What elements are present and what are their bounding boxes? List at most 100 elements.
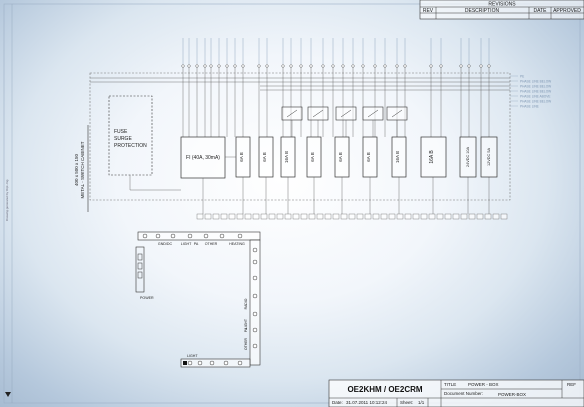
panel-connector [219, 233, 225, 239]
bottom-terminal [340, 213, 348, 220]
bottom-terminal [252, 213, 260, 220]
panel-top-label: LIGHT [181, 242, 192, 246]
power-label: POWER [140, 296, 154, 300]
panel-side-label: PA [244, 327, 248, 332]
title-label: TITLE [444, 382, 456, 387]
output-label: PHASE LINE BELOW [520, 85, 551, 89]
bottom-terminal [452, 213, 460, 220]
arrow-down-icon [5, 392, 11, 397]
bottom-terminal [348, 213, 356, 220]
panel-connector [187, 360, 193, 366]
feed-terminal [403, 64, 407, 68]
feed-terminal [225, 64, 229, 68]
feed-terminal [467, 64, 471, 68]
main-breaker: 16A B [420, 136, 447, 178]
sheet-label: Sheet: [400, 400, 413, 405]
feed-terminal [321, 64, 325, 68]
breaker-label: 6A B [310, 152, 315, 162]
output-label: PHASE LINE [520, 105, 539, 109]
ref-label: REF [567, 382, 576, 387]
panel-connector [237, 360, 243, 366]
bottom-terminal [380, 213, 388, 220]
panel-connector [203, 233, 209, 239]
relay-contact [286, 109, 298, 118]
rcd-label: FI (40A, 30mA) [186, 155, 220, 161]
panel-top-label: HEATING [229, 242, 245, 246]
document-number-value: POWER-BOX [498, 392, 526, 397]
panel-side-label: OTHER [244, 338, 248, 350]
feed-terminal [217, 64, 221, 68]
panel-connector [252, 293, 258, 299]
rcd-breaker: FI (40A, 30mA) [180, 136, 226, 179]
sheet-value: 1/1 [418, 400, 425, 405]
feed-terminal [281, 64, 285, 68]
feed-terminal [361, 64, 365, 68]
feed-terminal [331, 64, 335, 68]
breaker-label: 6A B [262, 152, 267, 162]
panel-top-label: PA [194, 242, 199, 246]
panel-top-label: OTHER [205, 242, 218, 246]
output-label: PHASE LINE BELOW [520, 80, 551, 84]
bottom-terminal [404, 213, 412, 220]
relay-row [281, 106, 408, 137]
relay-contact [391, 109, 403, 118]
feed-terminal [341, 64, 345, 68]
feed-terminal [289, 64, 293, 68]
panel-connector [223, 360, 229, 366]
feed-terminal [265, 64, 269, 68]
feed-terminal [439, 64, 443, 68]
callsign-title: OE2KHM / OE2CRM [347, 385, 422, 394]
bottom-terminal [420, 213, 428, 220]
breaker-label: 16A B [284, 151, 289, 163]
feed-terminal [195, 64, 199, 68]
surge-line-2: SURGE [114, 136, 132, 142]
bottom-terminal-row [196, 213, 508, 220]
rev-column-header: REV [423, 8, 434, 14]
bottom-terminal [196, 213, 204, 220]
panel-connector [155, 233, 161, 239]
bottom-terminal [468, 213, 476, 220]
surge-line-1: FUSE [114, 129, 128, 135]
feed-terminal [383, 64, 387, 68]
panel-connector [170, 233, 176, 239]
panel-connector [237, 233, 243, 239]
bottom-terminal [228, 213, 236, 220]
bottom-terminal [396, 213, 404, 220]
feed-terminal [209, 64, 213, 68]
power-inlet [135, 246, 145, 293]
panel-connector [209, 360, 215, 366]
bottom-terminal [204, 213, 212, 220]
description-column-header: DESCRIPTION [465, 8, 500, 14]
feed-terminal [181, 64, 185, 68]
panel-connectors [142, 233, 258, 366]
panel-connector [142, 233, 148, 239]
output-label: PHASE LINE ABOVE [520, 95, 550, 99]
panel-side-label: RADIO [244, 298, 248, 309]
bottom-terminal [332, 213, 340, 220]
bottom-terminal [260, 213, 268, 220]
breaker-label: 6A B [366, 152, 371, 162]
bottom-terminal [388, 213, 396, 220]
psu-12v-label: 12VDC 5A [487, 148, 491, 166]
revisions-title: REVISIONS [488, 2, 516, 8]
panel-connector [252, 259, 258, 265]
light-switch-icon [183, 361, 187, 365]
feed-terminal [373, 64, 377, 68]
surge-protection-box: FUSE SURGE PROTECTION [108, 95, 153, 176]
panel-side-label: LIGHT [244, 319, 248, 329]
bottom-terminal [284, 213, 292, 220]
output-label: PE [520, 75, 524, 79]
relay-contact [312, 109, 324, 118]
psu-24v: 24VDC 10A [459, 136, 477, 178]
left-margin-text: Drawing generated by Dipl.-Ing. [5, 179, 9, 221]
panel-connector [187, 233, 193, 239]
title-block: OE2KHM / OE2CRM TITLE POWER - BOX Docume… [328, 379, 584, 407]
feed-terminal [233, 64, 237, 68]
feed-terminal [257, 64, 261, 68]
bottom-terminal [276, 213, 284, 220]
sheet-border [3, 3, 581, 404]
